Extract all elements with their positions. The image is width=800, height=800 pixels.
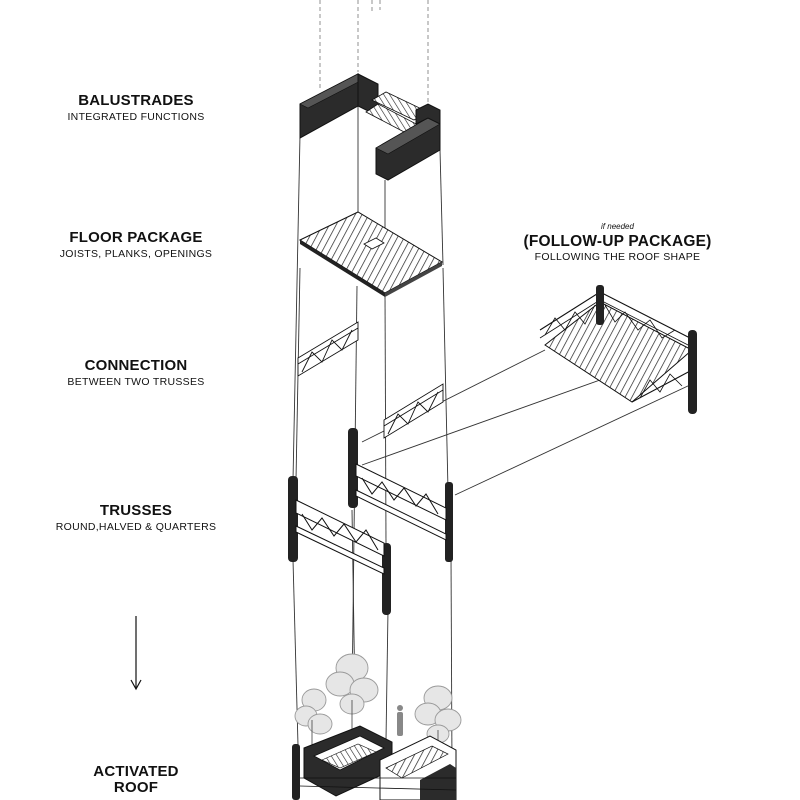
activated-roof-title-line1: ACTIVATED xyxy=(93,763,179,780)
trusses-title: TRUSSES xyxy=(99,502,173,519)
activated-roof-title-line2: ROOF xyxy=(113,778,159,796)
balustrades-title: BALUSTRADES xyxy=(78,92,194,109)
floor-package-component xyxy=(298,211,444,297)
tree-icon xyxy=(325,653,379,740)
follow-up-package-label: if needed (FOLLOW-UP PACKAGE) FOLLOWING … xyxy=(505,222,730,263)
follow-up-title: (FOLLOW-UP PACKAGE) xyxy=(523,232,712,250)
down-arrow-icon xyxy=(130,616,142,691)
trusses-subtitle: ROUND,HALVED & QUARTERS xyxy=(55,520,217,533)
truss-post-lower-left xyxy=(288,476,298,562)
trusses-component xyxy=(288,428,453,615)
truss-post-upper-right xyxy=(445,482,453,562)
tree-icon xyxy=(414,685,462,770)
connection-truss-right xyxy=(383,383,444,439)
activated-roof-component xyxy=(292,653,462,800)
connection-truss-left xyxy=(297,321,359,377)
balustrades-subtitle: INTEGRATED FUNCTIONS xyxy=(67,110,205,123)
connection-subtitle: BETWEEN TWO TRUSSES xyxy=(67,375,205,388)
truss-post-lower-right xyxy=(382,543,391,615)
assembly-guide-lines xyxy=(292,80,453,771)
floor-package-subtitle: JOISTS, PLANKS, OPENINGS xyxy=(59,247,213,260)
floor-package-title: FLOOR PACKAGE xyxy=(69,229,203,246)
person-figure-icon xyxy=(397,705,403,736)
balustrades-component xyxy=(299,73,441,181)
tree-icon xyxy=(294,688,333,750)
follow-up-package-component xyxy=(539,285,697,414)
follow-up-subtitle: FOLLOWING THE ROOF SHAPE xyxy=(534,250,701,263)
top-guide-lines xyxy=(319,0,429,110)
truss-post-upper-left xyxy=(348,428,358,508)
follow-up-note: if needed xyxy=(601,222,634,231)
balustrades-label: BALUSTRADES INTEGRATED FUNCTIONS xyxy=(40,92,232,123)
connection-label: CONNECTION BETWEEN TWO TRUSSES xyxy=(40,357,232,388)
activated-roof-label: ACTIVATED ROOF xyxy=(60,764,212,796)
trusses-label: TRUSSES ROUND,HALVED & QUARTERS xyxy=(40,502,232,533)
connection-title: CONNECTION xyxy=(84,357,188,374)
floor-package-label: FLOOR PACKAGE JOISTS, PLANKS, OPENINGS xyxy=(40,229,232,260)
